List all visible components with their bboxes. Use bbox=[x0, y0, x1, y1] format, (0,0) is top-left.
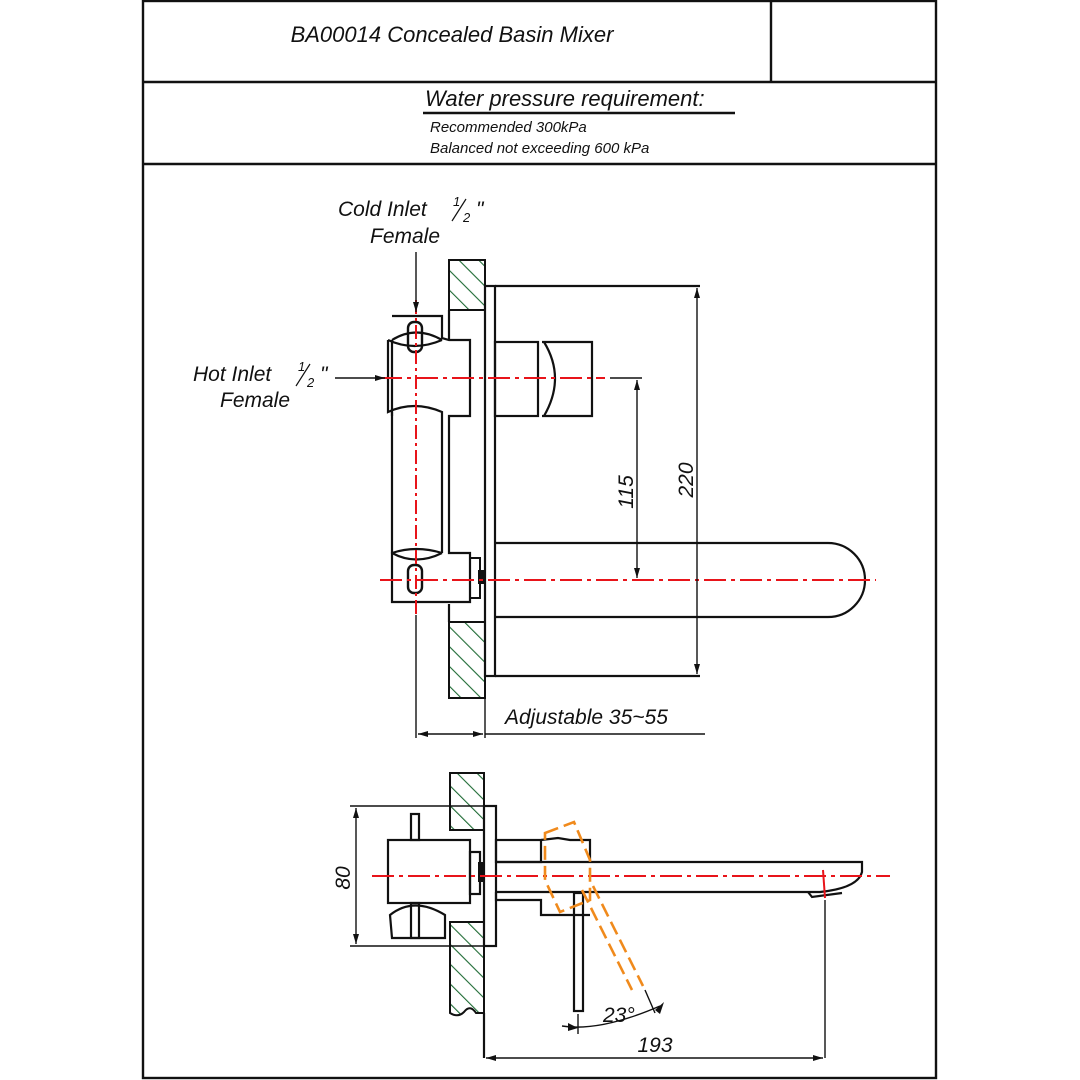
svg-text:Adjustable 35~55: Adjustable 35~55 bbox=[503, 706, 668, 729]
wall-section-lower bbox=[449, 921, 485, 1017]
front-view: Cold Inlet 1 2 " Female Hot Inlet 1 2 " … bbox=[193, 194, 876, 738]
cold-inlet-label: Cold Inlet 1 2 " Female bbox=[338, 194, 485, 248]
dimension-220: 220 bbox=[675, 288, 700, 674]
product-title: BA00014 Concealed Basin Mixer bbox=[291, 22, 616, 47]
hot-inlet-label: Hot Inlet 1 2 " Female bbox=[193, 359, 329, 412]
svg-text:Cold Inlet: Cold Inlet bbox=[338, 198, 428, 221]
lever-base bbox=[494, 838, 543, 864]
wall-section-lower bbox=[448, 621, 486, 699]
dimension-115: 115 bbox=[610, 377, 642, 578]
svg-text:115: 115 bbox=[615, 475, 638, 509]
dimension-angle: 23° bbox=[561, 989, 664, 1034]
svg-text:Hot Inlet: Hot Inlet bbox=[193, 363, 272, 386]
spout-side bbox=[496, 860, 864, 894]
dimension-adjustable: Adjustable 35~55 bbox=[415, 615, 705, 738]
svg-text:": " bbox=[320, 363, 329, 386]
svg-text:Female: Female bbox=[220, 389, 290, 412]
pressure-heading: Water pressure requirement: bbox=[425, 86, 705, 111]
svg-text:1: 1 bbox=[298, 359, 305, 374]
lever-rotated-position bbox=[543, 820, 645, 991]
aerator-centerline bbox=[822, 869, 826, 899]
svg-text:Female: Female bbox=[370, 225, 440, 248]
svg-text:": " bbox=[476, 198, 485, 221]
valve-body bbox=[386, 314, 484, 604]
cover-plate bbox=[483, 284, 497, 678]
svg-text:80: 80 bbox=[332, 866, 355, 890]
svg-text:23°: 23° bbox=[602, 1004, 635, 1027]
svg-text:2: 2 bbox=[462, 210, 471, 225]
lever-cap bbox=[540, 836, 592, 862]
svg-text:2: 2 bbox=[306, 375, 315, 390]
valve-body-side bbox=[386, 812, 484, 940]
spout-nut bbox=[478, 570, 484, 584]
spout-underside bbox=[494, 892, 590, 917]
lever-handle bbox=[572, 891, 585, 1013]
wall-section-upper bbox=[448, 259, 486, 311]
wall-section-upper bbox=[449, 772, 485, 831]
svg-text:1: 1 bbox=[453, 194, 460, 209]
aerator bbox=[807, 891, 843, 899]
pressure-line-recommended: Recommended 300kPa bbox=[430, 119, 587, 136]
side-view: 80 23° 193 bbox=[332, 772, 890, 1061]
title-block: BA00014 Concealed Basin Mixer Water pres… bbox=[141, 0, 938, 1080]
svg-text:220: 220 bbox=[675, 462, 698, 498]
svg-text:193: 193 bbox=[637, 1034, 672, 1057]
dimension-193: 193 bbox=[486, 900, 826, 1061]
dimension-80: 80 bbox=[332, 805, 484, 947]
pressure-line-max: Balanced not exceeding 600 kPa bbox=[430, 140, 649, 157]
drawing-frame bbox=[141, 0, 938, 1080]
